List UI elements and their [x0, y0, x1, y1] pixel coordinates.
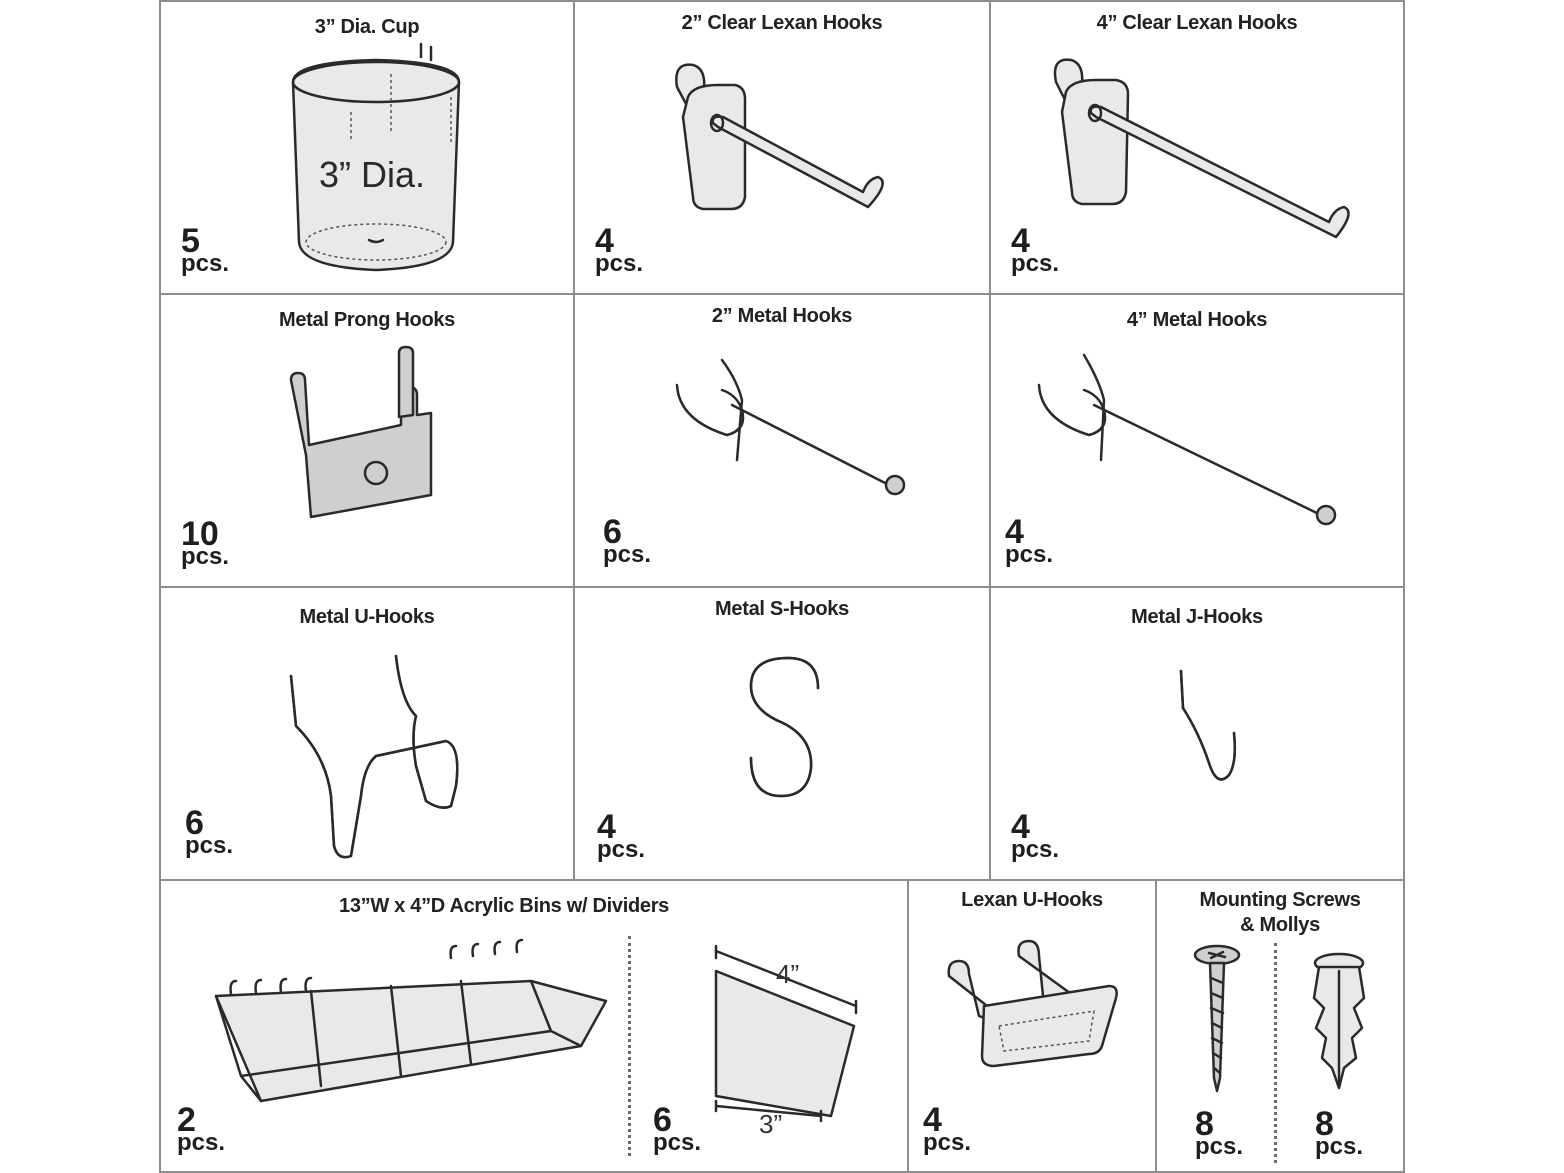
cell-metal-4: 4” Metal Hooks 4 pcs.	[989, 293, 1405, 588]
lexan-hook-2-illustration	[675, 63, 884, 211]
item-title-line1: Mounting Screws	[1199, 889, 1361, 911]
qty-unit: pcs.	[177, 1129, 226, 1156]
quantity: 4 pcs.	[597, 810, 645, 862]
qty-unit: pcs.	[595, 250, 644, 277]
qty-number: 4	[595, 222, 614, 260]
quantity: 5 pcs.	[181, 224, 229, 276]
qty-number: 8	[1315, 1105, 1334, 1143]
item-title: Metal J-Hooks	[1131, 606, 1263, 628]
qty-unit: pcs.	[597, 836, 646, 863]
quantity: 4 pcs.	[1011, 224, 1059, 276]
item-title: 3” Dia. Cup	[314, 16, 420, 38]
qty-unit: pcs.	[653, 1129, 702, 1156]
cell-s-hooks: Metal S-Hooks 4 pcs.	[573, 586, 991, 881]
quantity: 6 pcs.	[603, 515, 651, 567]
qty-number: 6	[603, 513, 622, 551]
qty-number: 4	[597, 808, 616, 846]
qty-number: 6	[653, 1101, 672, 1139]
metal-hook-4-illustration	[1037, 353, 1337, 526]
item-title: 2” Metal Hooks	[711, 305, 853, 327]
molly-quantity: 8 pcs.	[1315, 1107, 1363, 1159]
cell-u-hooks: Metal U-Hooks 6 pcs.	[159, 586, 575, 881]
qty-number: 2	[177, 1101, 196, 1139]
molly-illustration	[1312, 952, 1366, 1090]
qty-unit: pcs.	[1005, 541, 1054, 568]
quantity: 6 pcs.	[185, 806, 233, 858]
quantity: 4 pcs.	[1011, 810, 1059, 862]
quantity: 2 pcs.	[177, 1103, 225, 1155]
prong-hook-illustration	[289, 345, 433, 519]
screw-quantity: 8 pcs.	[1195, 1107, 1243, 1159]
quantity: 4 pcs.	[595, 224, 643, 276]
cell-lexan-u-hooks: Lexan U-Hooks 4 pcs.	[907, 879, 1157, 1173]
divider-depth-label: 4”	[776, 959, 800, 989]
s-hook-illustration	[749, 656, 820, 798]
item-title: 4” Clear Lexan Hooks	[1096, 12, 1298, 34]
lexan-u-hook-illustration	[947, 939, 1118, 1068]
cup-illustration	[291, 42, 461, 272]
qty-unit: pcs.	[923, 1129, 972, 1156]
screw-molly-separator	[1274, 943, 1277, 1163]
lexan-hook-4-illustration	[1053, 58, 1350, 239]
qty-unit: pcs.	[181, 543, 230, 570]
j-hook-illustration	[1179, 669, 1237, 781]
item-title: 4” Metal Hooks	[1126, 309, 1268, 331]
qty-number: 4	[1011, 222, 1030, 260]
item-title: 13”W x 4”D Acrylic Bins w/ Dividers	[339, 895, 669, 917]
cell-metal-2: 2” Metal Hooks 6 pcs.	[573, 293, 991, 588]
u-hook-illustration	[289, 654, 459, 859]
qty-number: 4	[923, 1101, 942, 1139]
qty-unit: pcs.	[181, 250, 230, 277]
cell-j-hooks: Metal J-Hooks 4 pcs.	[989, 586, 1405, 881]
divider-width-label: 3”	[759, 1109, 783, 1139]
qty-number: 10	[181, 515, 219, 553]
item-title: Metal U-Hooks	[299, 606, 435, 628]
quantity: 4 pcs.	[923, 1103, 971, 1155]
item-title: Metal Prong Hooks	[278, 309, 456, 331]
quantity: 10 pcs.	[181, 517, 229, 569]
qty-unit: pcs.	[1011, 836, 1060, 863]
quantity: 4 pcs.	[1005, 515, 1053, 567]
qty-number: 4	[1005, 513, 1024, 551]
qty-unit: pcs.	[1195, 1133, 1244, 1160]
cell-acrylic-bins: 13”W x 4”D Acrylic Bins w/ Dividers 4” 3…	[159, 879, 909, 1173]
item-title: Lexan U-Hooks	[961, 889, 1103, 911]
cell-lexan-4: 4” Clear Lexan Hooks 4 pcs.	[989, 0, 1405, 295]
qty-number: 8	[1195, 1105, 1214, 1143]
qty-number: 4	[1011, 808, 1030, 846]
item-title-line2: & Mollys	[1240, 914, 1320, 936]
divider-separator	[628, 936, 631, 1156]
metal-hook-2-illustration	[675, 358, 906, 496]
cell-screws-mollys: Mounting Screws & Mollys 8 pcs. 8 pcs.	[1155, 879, 1405, 1173]
qty-unit: pcs.	[1011, 250, 1060, 277]
cup-diameter-label: 3” Dia.	[319, 154, 426, 195]
divider-quantity: 6 pcs.	[653, 1103, 701, 1155]
cell-prong: Metal Prong Hooks 10 pcs.	[159, 293, 575, 588]
qty-number: 6	[185, 804, 204, 842]
cell-lexan-2: 2” Clear Lexan Hooks 4 pcs.	[573, 0, 991, 295]
qty-unit: pcs.	[603, 541, 652, 568]
cell-cup: 3” Dia. Cup 3” Dia. 5 pcs.	[159, 0, 575, 295]
item-title: 2” Clear Lexan Hooks	[681, 12, 883, 34]
bin-divider-illustration	[714, 944, 858, 1123]
qty-unit: pcs.	[185, 832, 234, 859]
item-title: Metal S-Hooks	[715, 598, 849, 620]
qty-unit: pcs.	[1315, 1133, 1364, 1160]
qty-number: 5	[181, 222, 200, 260]
screw-illustration	[1193, 944, 1241, 1093]
acrylic-bin-illustration	[214, 938, 608, 1103]
